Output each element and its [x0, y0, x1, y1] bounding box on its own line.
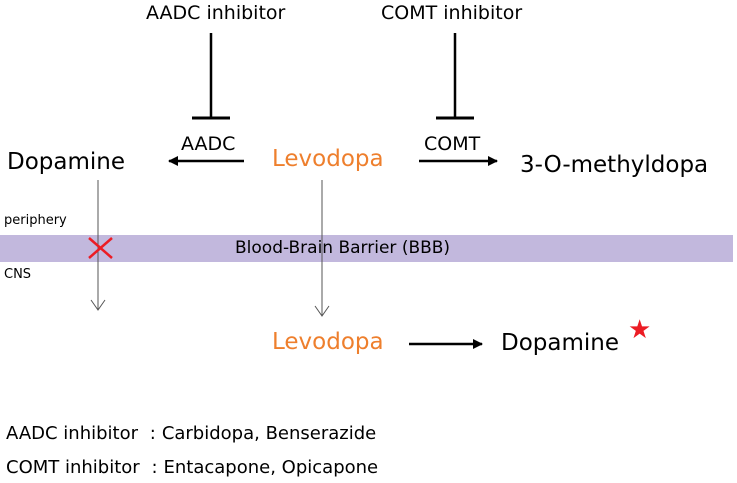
legend-examples: Carbidopa, Benserazide [161, 423, 377, 444]
bbb-band [0, 235, 733, 262]
levodopa-cns-label: Levodopa [272, 329, 384, 355]
cns-label: CNS [4, 267, 32, 282]
dopamine-cns-label: Dopamine [501, 330, 619, 356]
levodopa-periphery-label: Levodopa [272, 146, 384, 172]
comt-inhibitor-label: COMT inhibitor [381, 2, 523, 24]
legend-label: AADC inhibitor [6, 423, 138, 444]
legend-row-comt: COMT inhibitor :Entacapone, Opicapone [6, 459, 378, 477]
legend-separator: : [149, 423, 156, 444]
legend-separator: : [151, 457, 158, 478]
periphery-label: periphery [4, 213, 67, 228]
comt-inhibition-symbol [436, 33, 474, 120]
legend-examples: Entacapone, Opicapone [163, 457, 379, 478]
legend-label: COMT inhibitor [6, 457, 140, 478]
star-icon: ★ [628, 315, 652, 345]
comt-enzyme-label: COMT [424, 133, 481, 155]
metabolite-label: 3-O-methyldopa [520, 152, 709, 178]
cross-mark-icon [88, 237, 113, 259]
bbb-label: Blood-Brain Barrier (BBB) [235, 238, 451, 258]
aadc-enzyme-label: AADC [181, 133, 236, 155]
aadc-inhibition-symbol [192, 33, 230, 120]
dopamine-periphery-label: Dopamine [7, 149, 125, 175]
levodopa-crossing-arrow [314, 180, 330, 317]
legend-row-aadc: AADC inhibitor :Carbidopa, Benserazide [6, 425, 376, 443]
aadc-inhibitor-label: AADC inhibitor [146, 2, 286, 24]
